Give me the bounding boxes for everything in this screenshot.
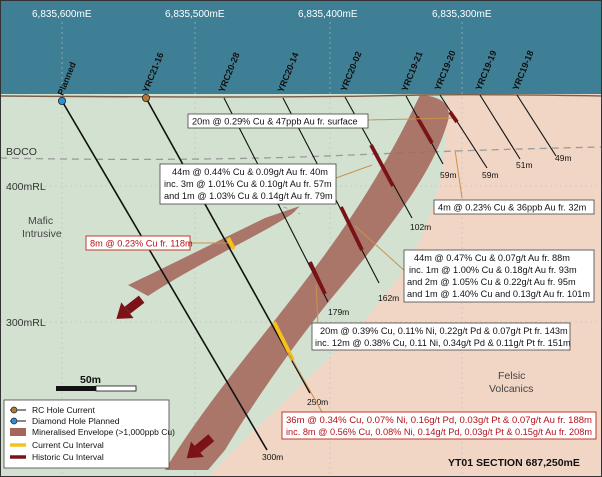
rl-label-300: 300mRL [6,317,46,329]
svg-text:and 1m @ 1.40% Cu and 0.13g/t: and 1m @ 1.40% Cu and 0.13g/t Au fr. 101… [407,289,590,299]
svg-text:Mineralised Envelope (>1,000pp: Mineralised Envelope (>1,000ppb Cu) [32,427,175,437]
current-cu-interval [272,321,295,361]
svg-text:inc. 12m @ 0.38% Cu, 0.11 Ni,: inc. 12m @ 0.38% Cu, 0.11 Ni, 0.34g/t Pd… [315,338,571,348]
leader-line [315,284,319,325]
svg-text:44m @ 0.47% Cu & 0.07g/t Au fr: 44m @ 0.47% Cu & 0.07g/t Au fr. 88m [414,253,570,263]
drillhole-yrc19-19 [479,94,521,160]
depth-label: 250m [307,397,328,407]
leader-line [367,117,453,121]
annotation-yrc19-21-intercept: 4m @ 0.23% Cu & 36ppb Au fr. 32m [433,199,595,215]
svg-text:and 1m @ 1.03% Cu & 0.14g/t Au: and 1m @ 1.03% Cu & 0.14g/t Au fr. 79m [164,191,333,201]
svg-text:8m @ 0.23% Cu fr. 118m: 8m @ 0.23% Cu fr. 118m [90,239,193,249]
legend: RC Hole Current Diamond Hole Planned Min… [3,399,175,469]
unit-label-volcanics: Volcanics [489,383,533,395]
historic-cu-interval [369,144,395,187]
arrow-extension-left [116,295,145,319]
easting-label: 6,835,500mE [165,9,225,20]
depth-label: 59m [482,170,499,180]
svg-text:Diamond Hole Planned: Diamond Hole Planned [32,416,120,426]
legend-envelope-swatch [10,428,26,436]
annotation-yrc20-14-intercept: 44m @ 0.47% Cu & 0.07g/t Au fr. 88m inc.… [403,249,595,303]
leader-line [287,351,323,413]
topographic-surface [1,93,601,98]
svg-text:4m @ 0.23% Cu & 36ppb Au fr. 3: 4m @ 0.23% Cu & 36ppb Au fr. 32m [438,203,587,213]
annotation-yrc20-28-intercept: 44m @ 0.44% Cu & 0.09g/t Au fr. 40m inc.… [159,163,337,205]
depth-label: 49m [555,153,572,163]
rc-collar-marker [141,94,150,103]
annotation-surface-intercept: 20m @ 0.29% Cu & 47ppb Au fr. surface [187,113,369,129]
drillhole-yrc21-16 [145,97,311,394]
scale-bar: 50m [56,374,137,392]
arrow-extension-down [186,434,215,459]
easting-label: 6,835,400mE [298,9,358,20]
unit-label-mafic: Mafic [28,215,53,227]
leader-line [335,164,373,179]
historic-cu-interval [448,110,459,124]
svg-text:inc. 1m @ 1.00% Cu & 0.18g/t A: inc. 1m @ 1.00% Cu & 0.18g/t Au fr. 93m [409,265,577,275]
depth-label: 51m [516,160,533,170]
depth-label: 102m [410,222,431,232]
boco-line [1,146,601,161]
rl-label-400: 400mRL [6,181,46,193]
section-title: YT01 SECTION 687,250mE [448,457,580,469]
annotation-yrc21-16-deep-intercept: 36m @ 0.34% Cu, 0.07% Ni, 0.16g/t Pd, 0.… [281,411,597,440]
svg-text:inc. 8m @ 0.56% Cu, 0.08% Ni,: inc. 8m @ 0.56% Cu, 0.08% Ni, 0.14g/t Pd… [286,427,592,437]
leader-line [454,149,463,199]
svg-text:Historic Cu Interval: Historic Cu Interval [32,452,104,462]
depth-label: 179m [328,307,349,317]
svg-text:20m @ 0.29% Cu & 47ppb Au fr.: 20m @ 0.29% Cu & 47ppb Au fr. surface [192,117,358,127]
boco-label: BOCO [6,146,37,158]
svg-text:Current Cu Interval: Current Cu Interval [32,440,104,450]
drillhole-yrc19-20 [439,94,488,169]
diamond-collar-marker [58,97,67,106]
mineralised-envelope-main [165,95,449,470]
historic-cu-interval [308,261,327,295]
depth-label: 59m [440,170,457,180]
sky-band [1,1,601,102]
svg-text:and 2m @ 1.05% Cu & 0.22g/t Au: and 2m @ 1.05% Cu & 0.22g/t Au fr. 95m [407,277,576,287]
legend-diamond-icon [10,417,18,425]
easting-label: 6,835,300mE [432,9,492,20]
current-cu-interval [226,237,236,250]
svg-text:inc. 3m @ 1.01% Cu & 0.10g/t A: inc. 3m @ 1.01% Cu & 0.10g/t Au fr. 57m [164,179,332,189]
depth-label: 300m [262,452,283,462]
depth-label: 162m [378,293,399,303]
svg-text:RC Hole Current: RC Hole Current [32,405,95,415]
svg-text:50m: 50m [80,374,101,386]
svg-text:36m @ 0.34% Cu, 0.07% Ni, 0.16: 36m @ 0.34% Cu, 0.07% Ni, 0.16g/t Pd, 0.… [286,415,592,425]
mineralised-envelope-branch [128,206,300,296]
annotation-yrc20-28-deep-intercept: 20m @ 0.39% Cu, 0.11% Ni, 0.22g/t Pd & 0… [311,322,571,351]
leader-line [354,225,407,273]
unit-label-felsic: Felsic [498,370,525,382]
annotation-yrc21-16-upper-intercept: 8m @ 0.23% Cu fr. 118m [85,235,193,251]
drillhole-yrc19-18 [516,94,557,157]
svg-text:44m @ 0.44% Cu & 0.09g/t Au fr: 44m @ 0.44% Cu & 0.09g/t Au fr. 40m [172,167,328,177]
historic-cu-interval [415,116,434,144]
unit-label-intrusive: Intrusive [22,228,62,240]
legend-rc-icon [10,406,18,414]
historic-cu-interval [339,206,364,251]
easting-label: 6,835,600mE [32,9,92,20]
svg-text:20m @ 0.39% Cu, 0.11% Ni, 0.22: 20m @ 0.39% Cu, 0.11% Ni, 0.22g/t Pd & 0… [320,326,568,336]
drillhole-planned [61,100,268,451]
